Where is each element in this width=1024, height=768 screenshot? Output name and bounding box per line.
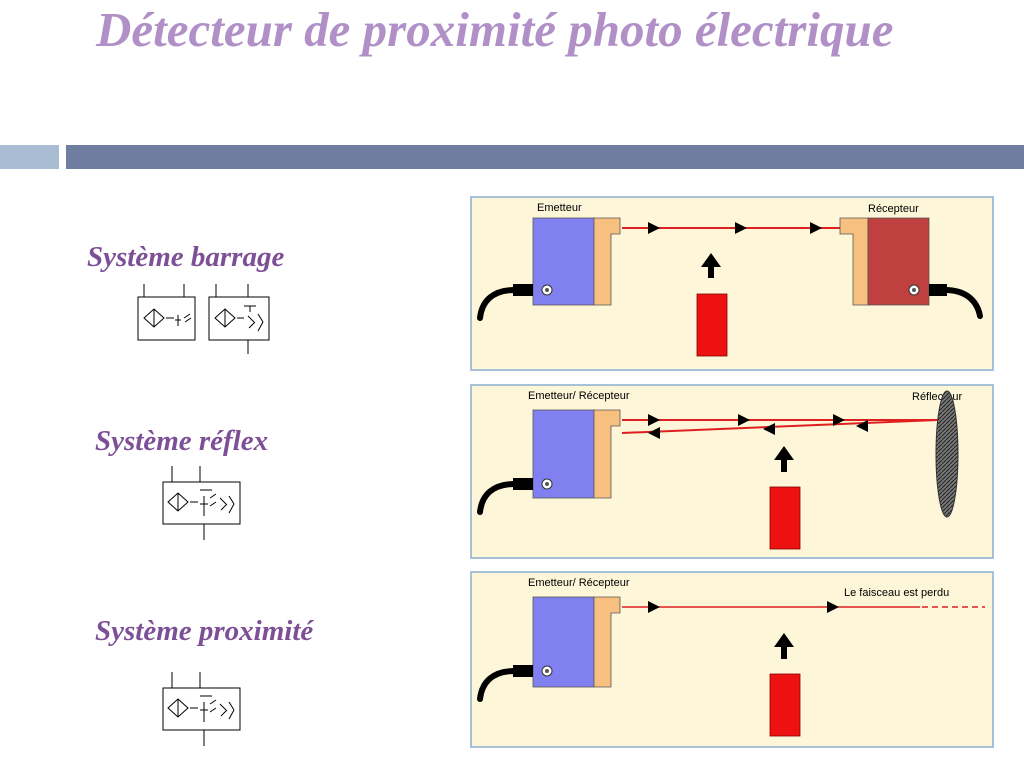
label-systeme-proximite: Système proximité: [95, 615, 314, 647]
emitter-device: [477, 217, 621, 321]
receiver-device: [839, 217, 983, 319]
beam-lost-label: Le faisceau est perdu: [844, 587, 949, 599]
emitter-symbol: [137, 284, 196, 341]
header-band: [66, 145, 1024, 169]
label-systeme-barrage: Système barrage: [87, 241, 285, 273]
emitter-receiver-device: [477, 596, 621, 702]
arrow-up-icon: [774, 633, 794, 659]
symbol-barrage: [137, 284, 270, 354]
emitter-receiver-device: [477, 409, 621, 515]
object-block: [769, 673, 801, 737]
receiver-label: Récepteur: [868, 203, 919, 215]
emitter-label: Emetteur: [537, 202, 582, 214]
header-band-accent: [0, 145, 59, 169]
slide-title: Détecteur de proximité photo électrique: [96, 2, 894, 57]
diagram-proximite: Emetteur/ Récepteur Le faisceau est perd…: [470, 571, 994, 748]
reflector-label: Réflecteur: [912, 391, 962, 403]
symbol-proximite: [162, 672, 241, 746]
reflector: [935, 390, 959, 518]
symbol-reflex: [162, 466, 241, 540]
receiver-symbol: [208, 284, 270, 354]
label-systeme-reflex: Système réflex: [95, 425, 269, 457]
diagram-barrage: Emetteur Récepteur: [470, 196, 994, 371]
object-block: [696, 293, 728, 357]
diagram-reflex: Emetteur/ Récepteur Réflecteur: [470, 384, 994, 559]
emitter-receiver-label: Emetteur/ Récepteur: [528, 390, 630, 402]
arrow-up-icon: [701, 253, 721, 278]
emitter-receiver-label: Emetteur/ Récepteur: [528, 577, 630, 589]
arrow-up-icon: [774, 446, 794, 472]
object-block: [769, 486, 801, 550]
